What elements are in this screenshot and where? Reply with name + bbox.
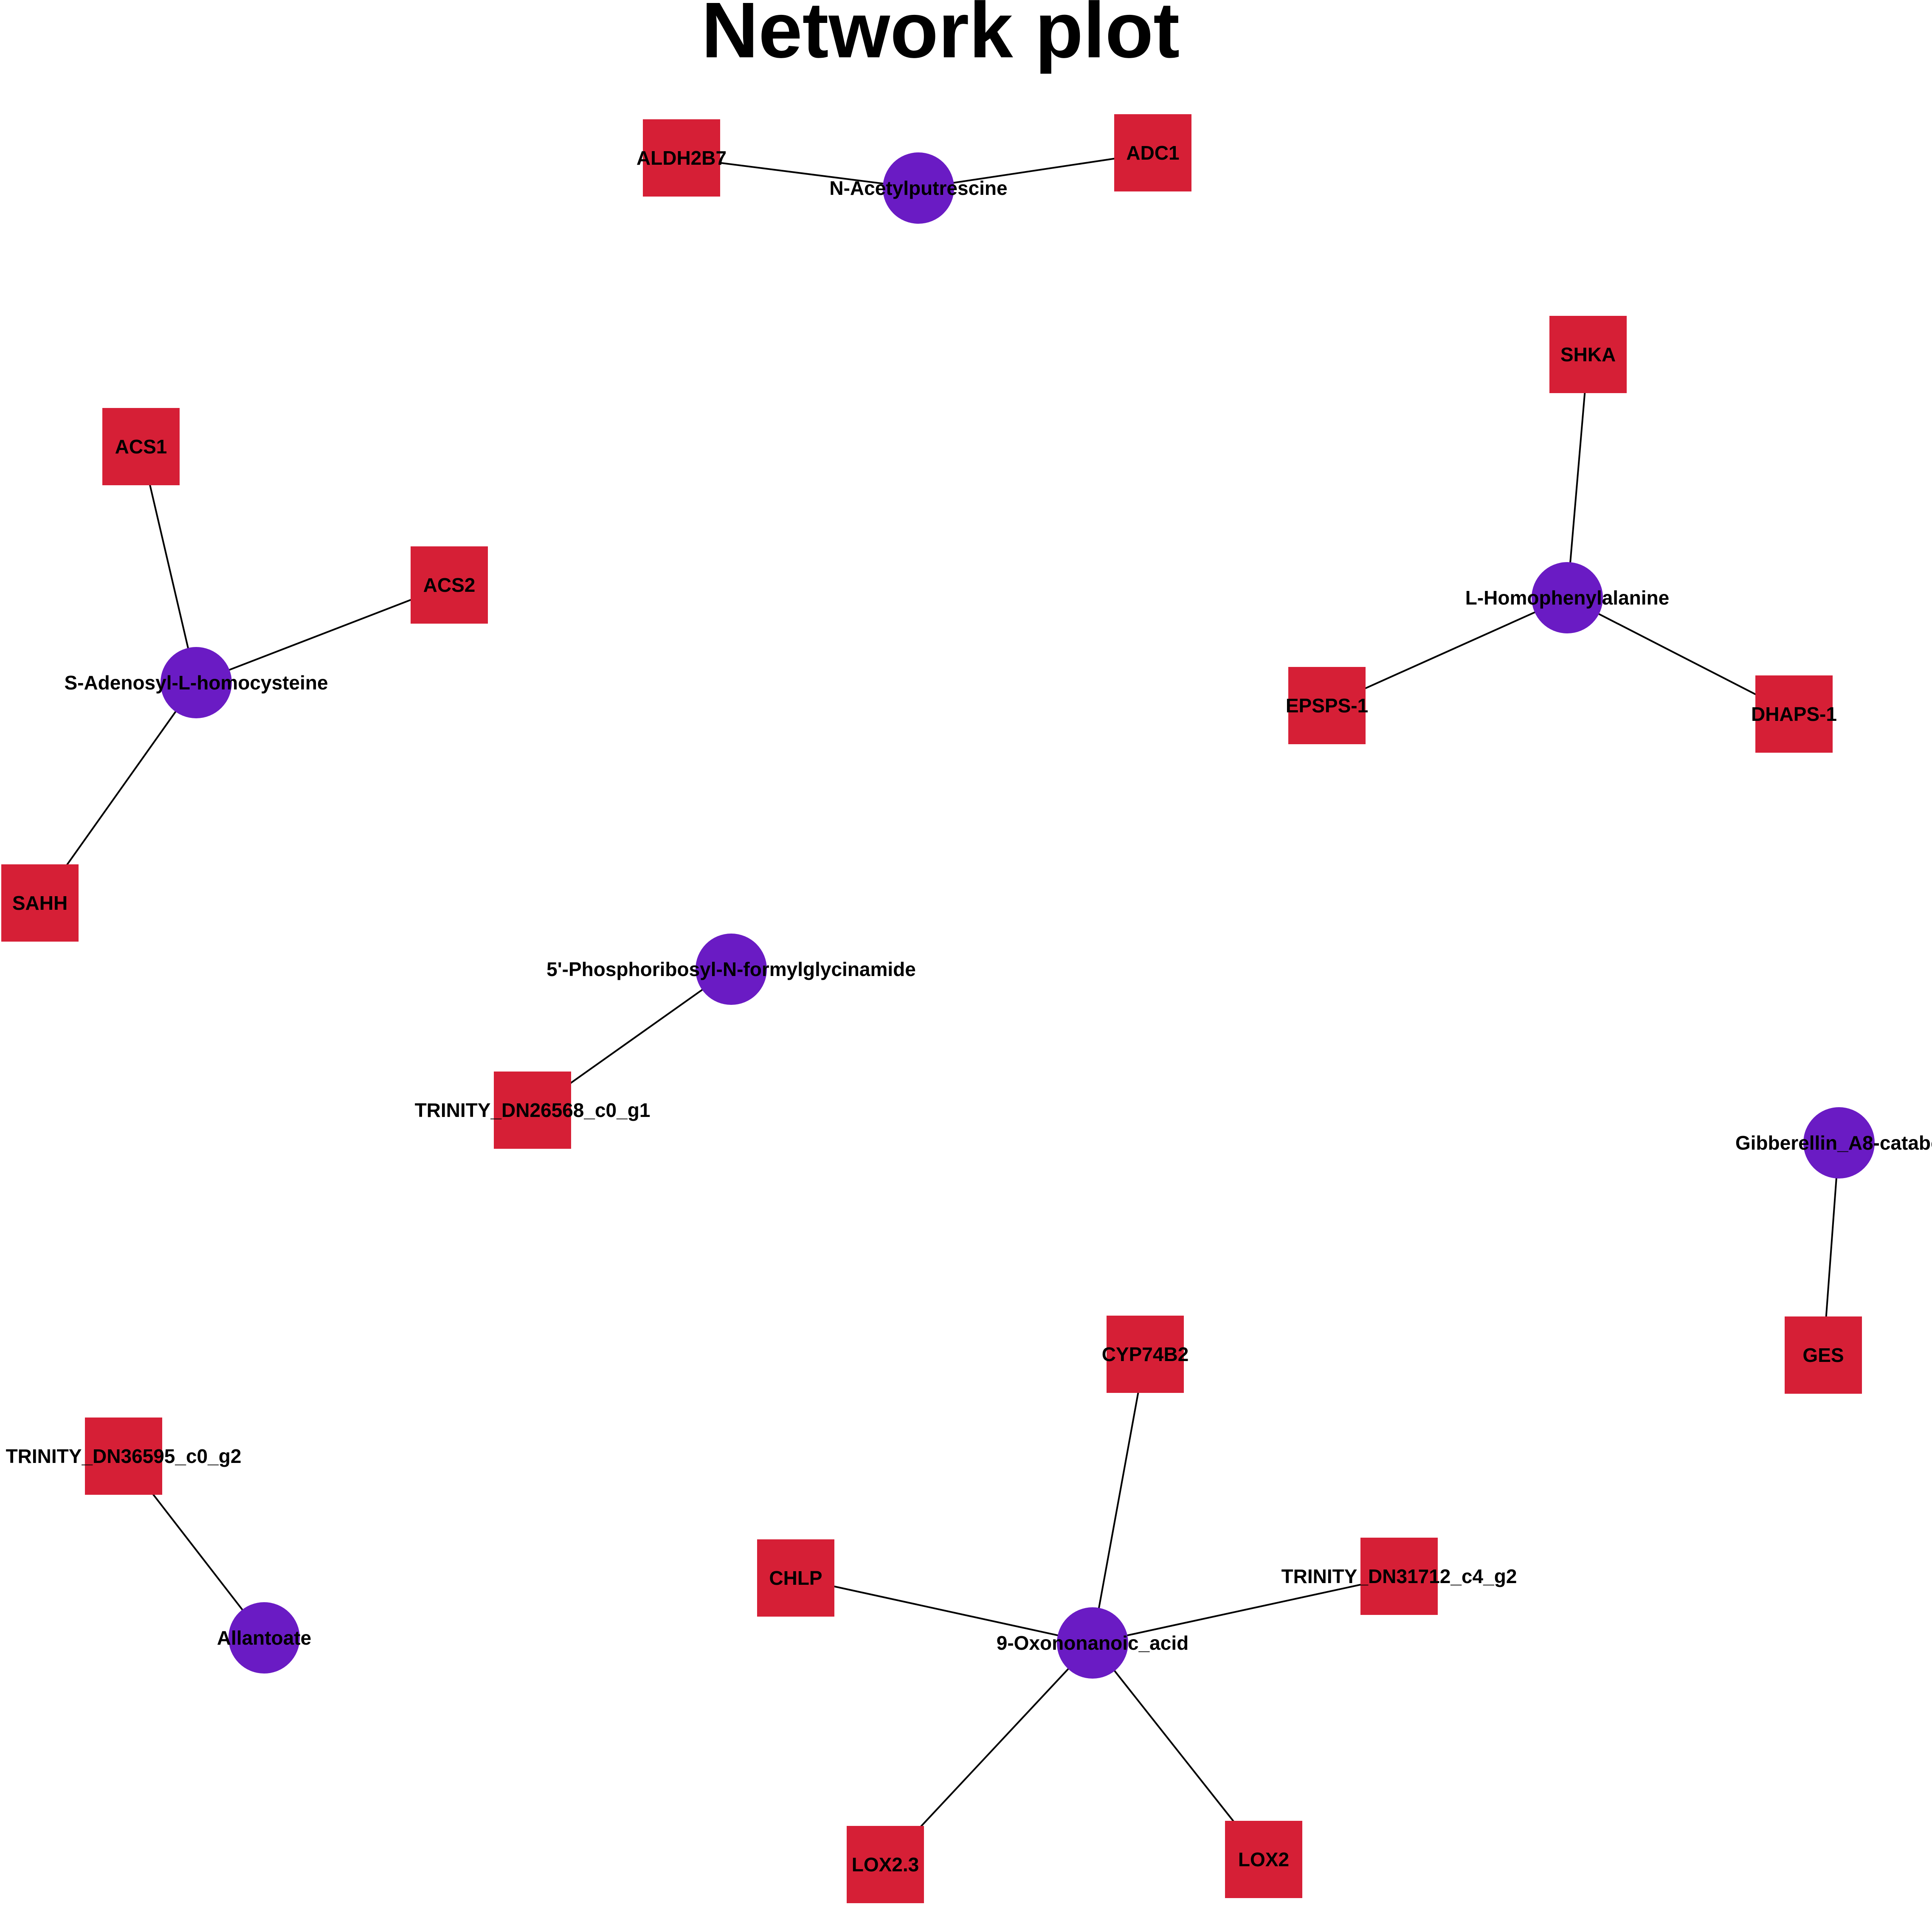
- node-label-adc1: ADC1: [1126, 142, 1179, 164]
- edge-n_acetylputrescine-adc1: [918, 152, 1153, 189]
- node-label-s_adenosyl: S-Adenosyl-L-homocysteine: [64, 672, 328, 694]
- gene-node-dhaps1: [1755, 675, 1833, 753]
- metabolite-node-l_homophe: [1532, 562, 1603, 633]
- edge-s_adenosyl-acs1: [140, 446, 197, 683]
- gene-node-chlp: [757, 1539, 834, 1617]
- gene-node-ges: [1785, 1316, 1862, 1394]
- gene-node-aldh2b7: [643, 119, 720, 197]
- gene-node-lox2: [1225, 1821, 1302, 1898]
- metabolite-node-phosphoribosyl: [696, 934, 767, 1005]
- edge-oxononanoic-cyp74b2: [1092, 1354, 1146, 1643]
- node-label-epsps1: EPSPS-1: [1286, 695, 1368, 717]
- node-label-allantoate: Allantoate: [217, 1627, 311, 1649]
- node-label-dn26568: TRINITY_DN26568_c0_g1: [415, 1099, 651, 1121]
- edge-l_homophe-shka: [1566, 354, 1589, 598]
- node-label-aldh2b7: ALDH2B7: [636, 147, 727, 169]
- gene-node-sahh: [1, 864, 79, 942]
- gene-node-cyp74b2: [1107, 1316, 1184, 1393]
- nodes-layer: [1, 114, 1875, 1903]
- node-label-dn31712: TRINITY_DN31712_c4_g2: [1281, 1565, 1517, 1587]
- metabolite-node-allantoate: [228, 1602, 300, 1674]
- gene-node-epsps1: [1288, 667, 1366, 744]
- edge-n_acetylputrescine-aldh2b7: [681, 157, 919, 189]
- gene-node-lox23: [847, 1826, 924, 1903]
- gene-node-acs1: [102, 408, 180, 485]
- node-label-phosphoribosyl: 5'-Phosphoribosyl-N-formylglycinamide: [546, 958, 916, 980]
- gene-node-dn31712: [1360, 1538, 1438, 1615]
- node-label-chlp: CHLP: [769, 1567, 822, 1589]
- gene-node-dn36595: [85, 1418, 162, 1495]
- node-label-l_homophe: L-Homophenylalanine: [1465, 587, 1669, 609]
- gene-node-acs2: [411, 546, 488, 624]
- gene-node-dn26568: [494, 1072, 571, 1149]
- node-label-dhaps1: DHAPS-1: [1751, 703, 1837, 725]
- node-label-gibberellin: Gibberellin_A8-catabo: [1735, 1132, 1932, 1154]
- node-label-oxononanoic: 9-Oxononanoic_acid: [997, 1632, 1188, 1654]
- edge-l_homophe-epsps1: [1326, 597, 1568, 706]
- node-label-dn36595: TRINITY_DN36595_c0_g2: [6, 1445, 242, 1467]
- metabolite-node-oxononanoic: [1057, 1607, 1128, 1679]
- node-label-shka: SHKA: [1560, 343, 1616, 366]
- node-label-ges: GES: [1802, 1344, 1844, 1366]
- metabolite-node-n_acetylputrescine: [883, 152, 954, 224]
- gene-node-adc1: [1114, 114, 1191, 191]
- labels-layer: N-Acetylputrescine ALDH2B7 ADC1S-Adenosyl-…: [6, 142, 1932, 1876]
- node-label-cyp74b2: CYP74B2: [1102, 1343, 1189, 1365]
- node-label-lox23: LOX2.3: [852, 1854, 919, 1876]
- node-label-n_acetylputrescine: N-Acetylputrescine: [829, 177, 1007, 199]
- plot-title: Network plot: [701, 0, 1180, 74]
- edge-oxononanoic-chlp: [795, 1577, 1093, 1644]
- node-label-lox2: LOX2: [1238, 1848, 1289, 1870]
- metabolite-node-s_adenosyl: [161, 647, 232, 718]
- node-label-sahh: SAHH: [12, 892, 68, 914]
- node-label-acs1: ACS1: [115, 436, 167, 458]
- node-label-acs2: ACS2: [423, 574, 476, 596]
- edge-oxononanoic-dn31712: [1092, 1575, 1400, 1644]
- edges-layer: [39, 152, 1840, 1865]
- metabolite-node-gibberellin: [1803, 1107, 1875, 1179]
- gene-node-shka: [1549, 316, 1627, 393]
- edge-s_adenosyl-acs2: [196, 584, 450, 683]
